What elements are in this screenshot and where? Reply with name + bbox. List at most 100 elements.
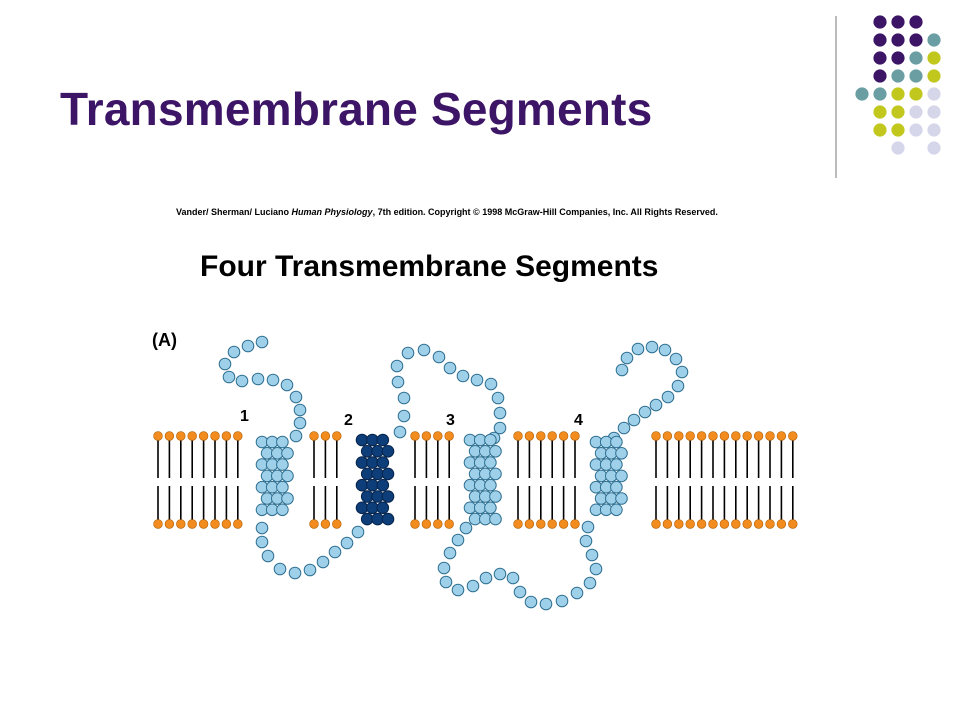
highlighted-residue: [381, 490, 395, 503]
amino-acid-residue: [489, 467, 502, 481]
amino-acid-residue: [276, 503, 289, 517]
lipid-head: [513, 519, 523, 529]
highlighted-residue: [376, 501, 390, 515]
highlighted-residue: [366, 433, 379, 447]
lipid-head: [753, 519, 764, 529]
highlighted-residue: [376, 456, 390, 469]
amino-acid-residue: [397, 391, 411, 405]
amino-acid-residue: [391, 375, 405, 389]
amino-acid-residue: [451, 583, 465, 597]
lipid-head: [176, 431, 186, 441]
amino-acid-residue: [443, 361, 457, 375]
slide-title: Transmembrane Segments: [60, 83, 653, 135]
amino-acid-residue: [289, 390, 303, 404]
amino-acid-residue: [579, 534, 593, 548]
amino-acid-residue: [610, 458, 623, 471]
lipid-head: [524, 431, 535, 441]
highlighted-residue: [355, 456, 369, 469]
decorative-dot: [891, 105, 905, 119]
highlighted-residue: [366, 478, 379, 492]
lipid-head: [719, 431, 730, 441]
lipid-head: [332, 431, 342, 441]
amino-acid-residue: [470, 373, 484, 387]
highlighted-residue: [360, 490, 374, 503]
lipid-head: [651, 431, 661, 441]
amino-acid-residue: [417, 343, 431, 357]
amino-acid-residue: [610, 435, 623, 449]
lipid-head: [513, 431, 523, 441]
amino-acid-residue: [351, 525, 365, 539]
highlighted-residue: [376, 433, 390, 447]
lipid-head: [233, 431, 243, 441]
lipid-head: [547, 519, 557, 529]
highlighted-residue: [360, 512, 374, 526]
decorative-dot: [927, 123, 941, 137]
lipid-head: [536, 431, 546, 441]
segment-label-4: 4: [574, 412, 583, 429]
amino-acid-residue: [235, 374, 249, 388]
lipid-head: [765, 519, 775, 529]
decorative-dot: [909, 15, 923, 29]
credit-prefix: Vander/ Sherman/ Luciano: [176, 207, 292, 217]
highlighted-residue: [366, 501, 379, 515]
lipid-head: [685, 519, 695, 529]
amino-acid-residue: [581, 520, 595, 534]
lipid-head: [788, 519, 798, 529]
amino-acid-residue: [638, 405, 652, 419]
amino-acid-residue: [489, 445, 502, 458]
amino-acid-residue: [316, 555, 330, 569]
decorative-dot: [927, 87, 941, 101]
amino-acid-residue: [281, 492, 294, 505]
lipid-head: [221, 519, 232, 529]
decorative-dot-grid: [835, 15, 941, 178]
lipid-head: [524, 519, 535, 529]
highlighted-residue: [381, 467, 395, 481]
decorative-dot: [891, 123, 905, 137]
amino-acid-residue: [281, 447, 294, 460]
amino-acid-residue: [289, 429, 303, 443]
amino-acid-residue: [645, 340, 659, 354]
highlighted-residue: [381, 512, 395, 526]
amino-acid-residue: [303, 563, 317, 577]
lipid-head: [176, 519, 186, 529]
amino-acid-residue: [241, 339, 255, 353]
lipid-head: [433, 431, 443, 441]
amino-acid-residue: [539, 597, 553, 611]
decorative-dot: [891, 87, 905, 101]
lipid-head: [332, 519, 342, 529]
lipid-head: [662, 519, 673, 529]
amino-acid-residue: [491, 391, 505, 405]
highlighted-residue: [360, 467, 374, 481]
decorative-dot: [873, 33, 887, 47]
decorative-dot: [873, 123, 887, 137]
amino-acid-residue: [524, 595, 538, 609]
amino-acid-residue: [340, 536, 354, 550]
lipid-head: [742, 519, 752, 529]
highlighted-residue: [360, 445, 374, 458]
amino-acid-residue: [328, 545, 342, 559]
amino-acid-residue: [675, 365, 689, 379]
decorative-dot: [873, 69, 887, 83]
amino-acid-residue: [658, 343, 672, 357]
lipid-head: [742, 431, 752, 441]
lipid-head: [651, 519, 661, 529]
credit-suffix: , 7th edition. Copyright © 1998 McGraw-H…: [373, 207, 718, 217]
amino-acid-residue: [617, 421, 631, 435]
amino-acid-residue: [456, 369, 470, 383]
decorative-dot: [891, 69, 905, 83]
amino-acid-residue: [555, 594, 569, 608]
amino-acid-residue: [479, 571, 493, 585]
amino-acid-residue: [390, 359, 404, 373]
decorative-dot: [927, 69, 941, 83]
highlighted-residue: [371, 467, 384, 481]
decorative-dot: [927, 141, 941, 155]
amino-acid-residue: [451, 533, 465, 547]
figure-credit: Vander/ Sherman/ Luciano Human Physiolog…: [176, 207, 718, 217]
highlighted-residue: [381, 445, 395, 458]
amino-acid-residue: [615, 447, 628, 460]
lipid-head: [685, 431, 695, 441]
amino-acid-residue: [484, 377, 498, 391]
amino-acid-residue: [493, 421, 507, 435]
lipid-head: [696, 431, 707, 441]
